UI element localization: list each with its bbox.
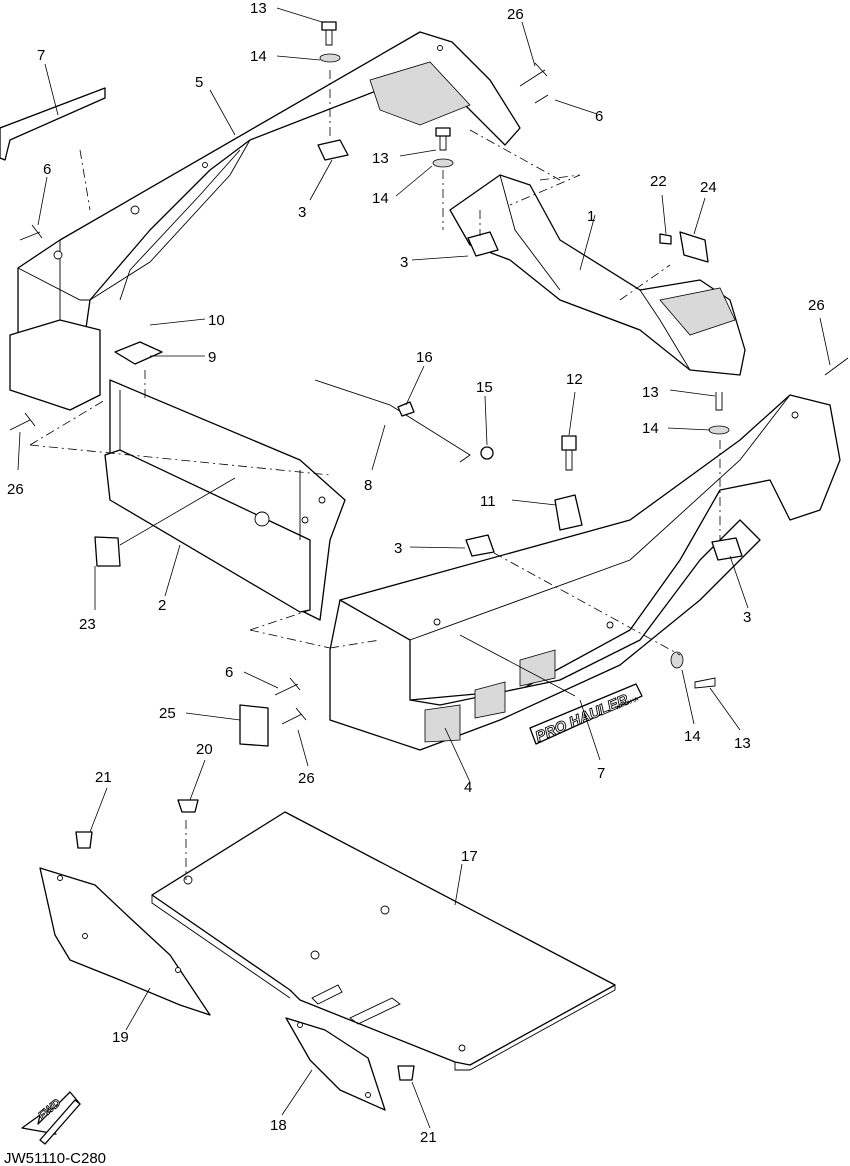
fender-part-4 [329,394,841,751]
callout-6a: 6 [595,108,603,125]
callout-7a: 7 [37,47,45,64]
callouts: 13 14 26 7 5 6 13 14 3 6 22 24 1 3 10 9 … [7,0,825,1146]
callout-23: 23 [79,616,96,633]
callout-3d: 3 [743,609,751,626]
callout-16: 16 [416,349,433,366]
callout-3c: 3 [394,540,402,557]
small-parts [0,21,849,1081]
callout-20: 20 [196,741,213,758]
decal-text: PRO HAULER [533,691,631,745]
callout-1: 1 [587,208,595,225]
callout-7b: 7 [597,765,605,782]
callout-14d: 14 [684,728,701,745]
callout-24: 24 [700,179,717,196]
rear-panel-part-5 [9,31,521,411]
callout-8: 8 [364,477,372,494]
inner-panel-part-2 [104,379,346,621]
callout-18: 18 [270,1117,287,1134]
callout-21a: 21 [95,769,112,786]
callout-26c: 26 [7,481,24,498]
callout-9: 9 [208,349,216,366]
phantom-lines [29,70,721,880]
callout-26b: 26 [808,297,825,314]
callout-19: 19 [112,1029,129,1046]
callout-2: 2 [158,597,166,614]
callout-15: 15 [476,379,493,396]
callout-14c: 14 [642,420,659,437]
callout-6c: 6 [225,664,233,681]
callout-26d: 26 [298,770,315,787]
diagram-code: JW51110-C280 [4,1150,106,1166]
side-panel-part-1 [449,174,746,376]
callout-13a: 13 [250,0,267,17]
callout-17: 17 [461,848,478,865]
callout-26a: 26 [507,6,524,23]
callout-13c: 13 [642,384,659,401]
callout-11: 11 [480,493,496,510]
fwd-arrow-icon: FWD [21,1091,81,1145]
splash-panel-part-19 [39,867,211,1016]
callout-4: 4 [464,779,472,796]
floor-mat-part-17 [151,811,616,1071]
callout-25: 25 [159,705,176,722]
callout-3a: 3 [298,204,306,221]
callout-14a: 14 [250,48,267,65]
callout-22: 22 [650,173,667,190]
callout-5: 5 [195,74,203,91]
callout-3b: 3 [400,254,408,271]
callout-13d: 13 [734,735,751,752]
callout-12: 12 [566,371,583,388]
callout-21b: 21 [420,1129,437,1146]
splash-panel-part-18 [285,1017,386,1111]
callout-13b: 13 [372,150,389,167]
callout-14b: 14 [372,190,389,207]
callout-6b: 6 [43,161,51,178]
callout-10: 10 [208,312,225,329]
leader-lines [17,7,831,1129]
